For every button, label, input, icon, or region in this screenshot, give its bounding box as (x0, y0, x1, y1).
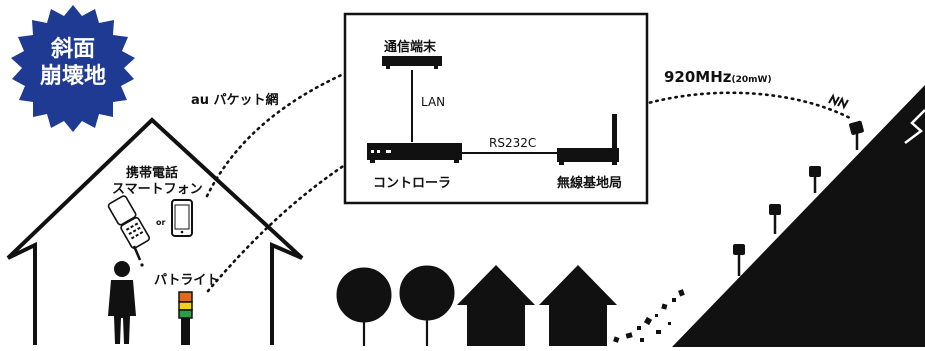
comm-terminal-label: 通信端末 (384, 40, 437, 55)
patlite-icon (178, 291, 193, 345)
base-station-label: 無線基地局 (557, 176, 623, 191)
power-value: (20mW) (731, 75, 772, 85)
tree-icon (336, 267, 392, 346)
exclamation-icon (132, 245, 144, 267)
frequency-value: 920MHz (664, 68, 732, 86)
radio-link-920mhz (623, 91, 852, 120)
badge-starburst (11, 5, 135, 132)
sensor-icon (809, 166, 821, 193)
person-icon (108, 261, 136, 344)
phone-label-line2: スマートフォン (112, 182, 203, 197)
flip-phone-icon (107, 195, 150, 249)
rs232c-label: RS232C (489, 136, 537, 150)
controller-icon (367, 143, 462, 163)
au-network-label: au パケット網 (191, 93, 279, 108)
house-outline (6, 117, 304, 345)
lan-label: LAN (421, 95, 446, 109)
sensor-icon (769, 204, 781, 234)
sensor-icon (733, 244, 745, 276)
sensor-icon (849, 120, 864, 150)
slope-crack (904, 109, 925, 144)
or-label: or (156, 218, 166, 227)
base-station-icon (557, 114, 619, 165)
patlite-label: パトライト (154, 273, 220, 288)
house-silhouette-icon (457, 265, 535, 346)
debris-icon (613, 289, 685, 343)
badge-title-line1: 斜面 (50, 37, 95, 62)
slope-hillside (672, 85, 925, 347)
smartphone-icon (171, 199, 193, 237)
house-silhouette-icon (539, 265, 617, 346)
tree-icon (399, 265, 455, 346)
wireless-signal-icon (828, 93, 849, 110)
badge-title-line2: 崩壊地 (39, 64, 106, 89)
controller-label: コントローラ (373, 176, 452, 191)
au-network-link-patlite (206, 153, 362, 293)
control-panel-frame (343, 12, 649, 205)
comm-terminal-icon (382, 56, 442, 69)
frequency-label: 920MHz(20mW) (664, 68, 772, 86)
phone-label-line1: 携帯電話 (126, 166, 179, 181)
